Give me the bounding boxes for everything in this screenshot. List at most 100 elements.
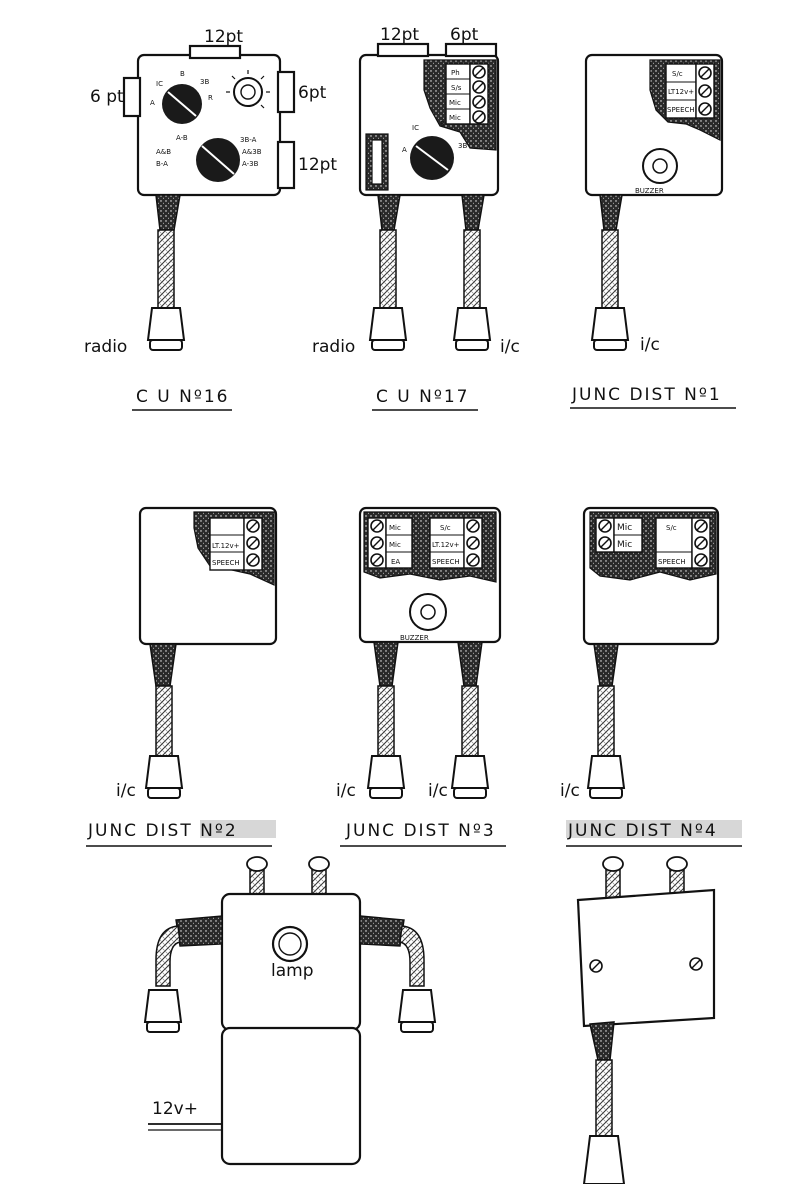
cu16-dial1-3b: 3B <box>200 78 209 86</box>
cu16-socket-right-bottom <box>276 140 296 190</box>
cu16-unit: 12pt 6 pt 6pt 12pt A IC B 3B R A-B A&B B… <box>84 27 337 411</box>
lamp-unit: lamp 12v+ <box>144 856 436 1166</box>
cu16-top-port-label: 12pt <box>204 27 243 47</box>
jd3-plug-2[interactable] <box>451 755 489 799</box>
terminal-box-screw-right <box>689 957 703 971</box>
cu17-socket-12pt <box>376 42 430 58</box>
lamp-unit-cable-left <box>155 925 181 987</box>
jd2-caption: JUNC DIST Nº2 <box>87 821 238 841</box>
cu17-top-port-left-label: 12pt <box>380 25 419 45</box>
jd3-terminal-strip-left: Mic Mic EA <box>367 517 413 569</box>
jd3-terminal-label-lt12v: LT.12v+ <box>432 541 460 549</box>
jd4-unit: Mic Mic S/c SPEECH i/c JUNC DIST Nº4 <box>560 506 742 847</box>
cu17-cable-label-ic: i/c <box>500 337 520 357</box>
jd2-plug[interactable] <box>145 755 183 799</box>
jd3-cable-1 <box>377 685 395 757</box>
cu17-dial-b: B <box>440 120 445 128</box>
cu16-dial2-b-a: B-A <box>156 160 168 168</box>
cu17-terminal-label-ph: Ph <box>451 69 460 77</box>
jd3-terminal-label-mic-1: Mic <box>389 524 401 532</box>
jd4-terminal-label-sc: S/c <box>666 524 677 532</box>
cu17-cable-ic <box>463 229 481 309</box>
cu16-caption: C U Nº16 <box>136 387 229 407</box>
jd2-cable <box>155 685 173 757</box>
cu17-top-port-right-label: 6pt <box>450 25 479 45</box>
cu16-cable-label: radio <box>84 337 127 357</box>
cu17-plug-radio[interactable] <box>369 307 407 351</box>
jd3-terminal-label-speech: SPEECH <box>432 558 460 566</box>
jd4-cable <box>597 685 615 757</box>
terminal-box-screw-left <box>589 959 603 973</box>
lamp-unit-terminal-post-2[interactable] <box>308 856 330 899</box>
jd3-terminal-label-mic-2: Mic <box>389 541 401 549</box>
lamp-label: lamp <box>271 961 314 981</box>
jd1-terminal-label-speech: SPEECH <box>667 106 695 114</box>
cu17-terminal-strip: Ph S/s Mic Mic <box>445 63 489 125</box>
cu16-dial2-a-and-3b: A&3B <box>242 148 262 156</box>
terminal-box-body <box>576 888 716 1028</box>
jd4-terminal-label-mic-1: Mic <box>617 523 632 533</box>
cu17-plug-ic[interactable] <box>453 307 491 351</box>
lamp-unit-body <box>220 1026 362 1166</box>
cu16-dial1-r: R <box>208 94 213 102</box>
cu16-socket-right-top <box>276 70 296 114</box>
jd1-unit: S/c LT12v+ SPEECH BUZZER i/c JUNC DIST N… <box>570 53 736 409</box>
jd3-terminal-label-sc: S/c <box>440 524 451 532</box>
cu16-dial2-a-and-b: A&B <box>156 148 171 156</box>
jd1-cable <box>601 229 619 309</box>
cu16-dial2-a-3b: A-3B <box>242 160 259 168</box>
cu17-socket-6pt <box>444 42 498 58</box>
cu17-cable-radio <box>379 229 397 309</box>
jd1-caption: JUNC DIST Nº1 <box>571 385 722 405</box>
cu17-terminal-label-mic-2: Mic <box>449 114 461 122</box>
jd2-terminal-strip: LT.12v+ SPEECH <box>209 517 263 571</box>
cu16-dial1-a: A <box>150 99 155 107</box>
jd2-cable-label: i/c <box>116 781 136 801</box>
jd2-terminal-label-lt12v: LT.12v+ <box>212 542 240 550</box>
cu17-terminal-label-mic-1: Mic <box>449 99 461 107</box>
jd3-unit: Mic Mic EA S/c LT.12v+ SPEECH BUZZER i/c… <box>336 506 506 847</box>
cu16-plug[interactable] <box>147 307 185 351</box>
cu17-caption: C U Nº17 <box>376 387 469 407</box>
jd3-plug-1[interactable] <box>367 755 405 799</box>
jd4-terminal-label-mic-2: Mic <box>617 540 632 550</box>
terminal-box-unit <box>576 856 716 1184</box>
cu16-cable <box>157 229 175 309</box>
cu16-dial2-3b-a: 3B-A <box>240 136 257 144</box>
cu16-right-bottom-port-label: 12pt <box>298 155 337 175</box>
jd2-unit: LT.12v+ SPEECH i/c JUNC DIST Nº2 <box>86 506 278 847</box>
jd3-buzzer-label: BUZZER <box>400 634 429 642</box>
lamp-unit-plug-right[interactable] <box>398 989 436 1033</box>
cu17-unit: 12pt 6pt Ph S/s Mic Mic A IC B 3B radio … <box>312 25 520 411</box>
jd3-terminal-label-ea: EA <box>391 558 400 566</box>
jd3-terminal-strip-right: S/c LT.12v+ SPEECH <box>429 517 483 569</box>
terminal-box-post-1[interactable] <box>602 856 624 899</box>
jd4-terminal-label-speech: SPEECH <box>658 558 686 566</box>
cu17-cable-label-radio: radio <box>312 337 355 357</box>
jd1-buzzer-label: BUZZER <box>635 187 664 195</box>
jd3-cable-label-2: i/c <box>428 781 448 801</box>
cu16-dial2-a-b: A-B <box>176 134 188 142</box>
terminal-box-plug[interactable] <box>582 1135 626 1184</box>
jd4-cable-label: i/c <box>560 781 580 801</box>
jd4-plug[interactable] <box>587 755 625 799</box>
jd3-caption: JUNC DIST Nº3 <box>345 821 496 841</box>
cu17-dial-3b: 3B <box>458 142 467 150</box>
lamp-unit-plug-left[interactable] <box>144 989 182 1033</box>
jd4-terminal-strip-right: S/c SPEECH <box>655 517 711 569</box>
lamp-unit-terminal-post-1[interactable] <box>246 856 268 899</box>
jd4-caption: JUNC DIST Nº4 <box>567 821 718 841</box>
jd1-cable-label: i/c <box>640 335 660 355</box>
jd2-terminal-label-speech: SPEECH <box>212 559 240 567</box>
jd1-terminal-label-sc: S/c <box>672 70 683 78</box>
jd3-cable-2 <box>461 685 479 757</box>
cu17-terminal-label-ss: S/s <box>451 84 462 92</box>
terminal-box-cable <box>595 1059 613 1137</box>
cu16-right-top-port-label: 6pt <box>298 83 327 103</box>
lamp-supply-label: 12v+ <box>152 1099 198 1119</box>
jd4-terminal-strip-left: Mic Mic <box>595 517 643 553</box>
lamp-unit-cable-right <box>399 925 425 987</box>
jd1-plug[interactable] <box>591 307 629 351</box>
cu17-dial-a: A <box>402 146 407 154</box>
